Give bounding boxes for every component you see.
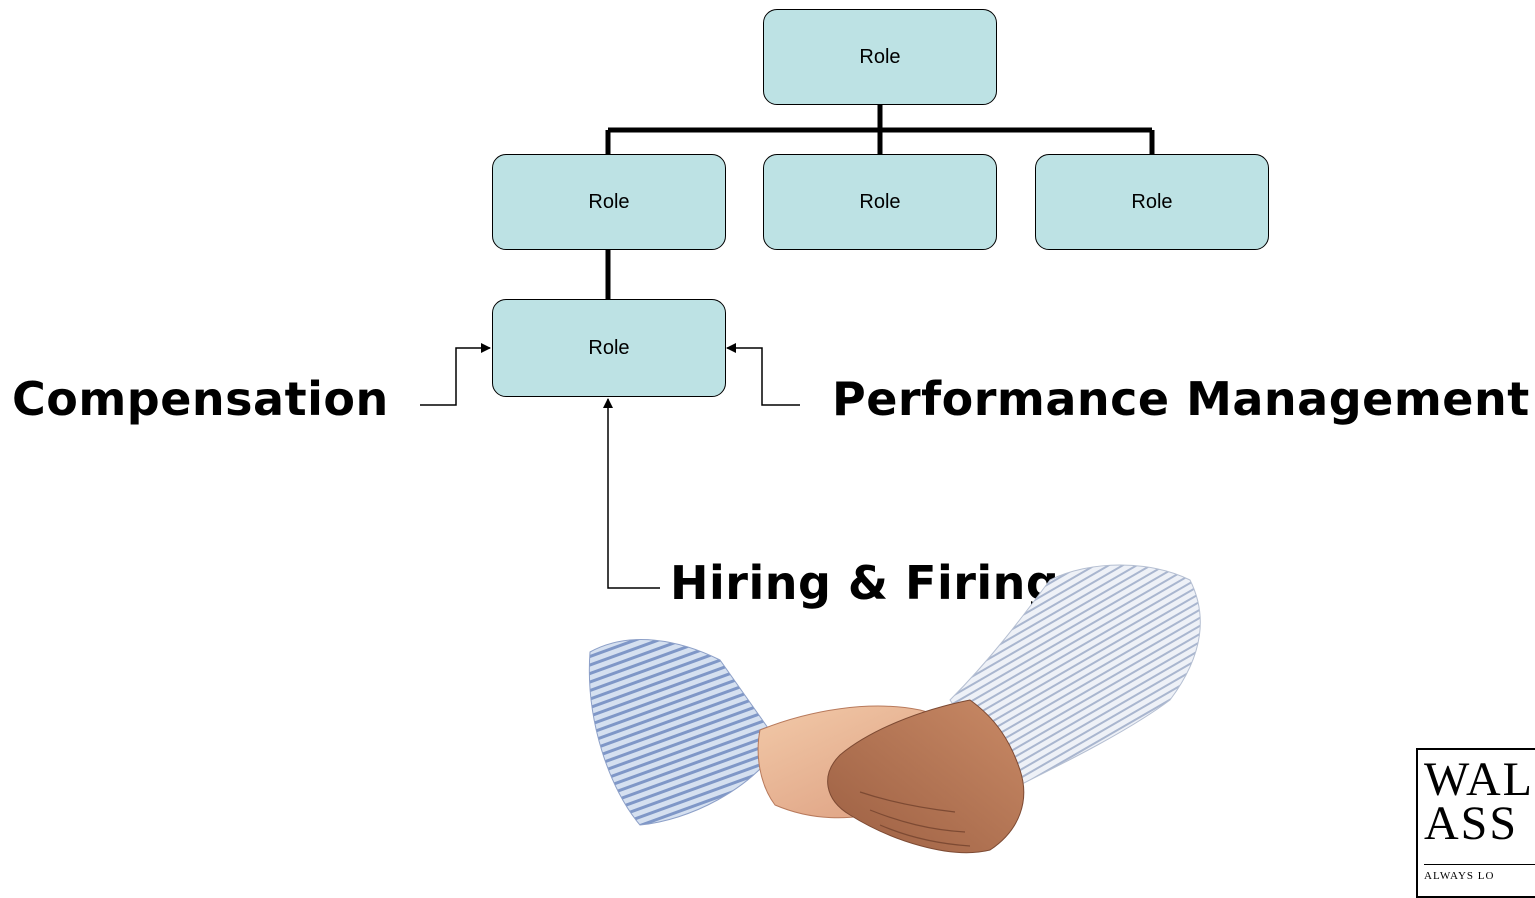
hiring-firing-label: Hiring & Firing <box>670 556 1060 610</box>
handshake-photo <box>588 564 1201 854</box>
right-hand <box>827 699 1025 854</box>
finger-lines <box>859 791 971 847</box>
logo-line-2: ASS <box>1424 797 1519 850</box>
logo-rule <box>1424 864 1535 865</box>
org-box-sub: Role <box>492 299 726 397</box>
hiring-arrow <box>603 398 660 589</box>
logo-tagline: ALWAYS LO <box>1424 870 1495 882</box>
performance-management-label: Performance Management <box>832 372 1530 426</box>
logo-line-1: WAL <box>1424 753 1534 806</box>
org-tree-connectors <box>605 104 1155 300</box>
company-logo: WAL ASS ALWAYS LO <box>1416 748 1535 898</box>
org-box-top: Role <box>763 9 997 105</box>
performance-arrow <box>726 343 800 406</box>
org-box-middle-1: Role <box>492 154 726 250</box>
org-box-middle-2: Role <box>763 154 997 250</box>
left-sleeve <box>588 639 781 826</box>
org-box-middle-3: Role <box>1035 154 1269 250</box>
compensation-label: Compensation <box>12 372 389 426</box>
compensation-arrow <box>420 343 491 406</box>
